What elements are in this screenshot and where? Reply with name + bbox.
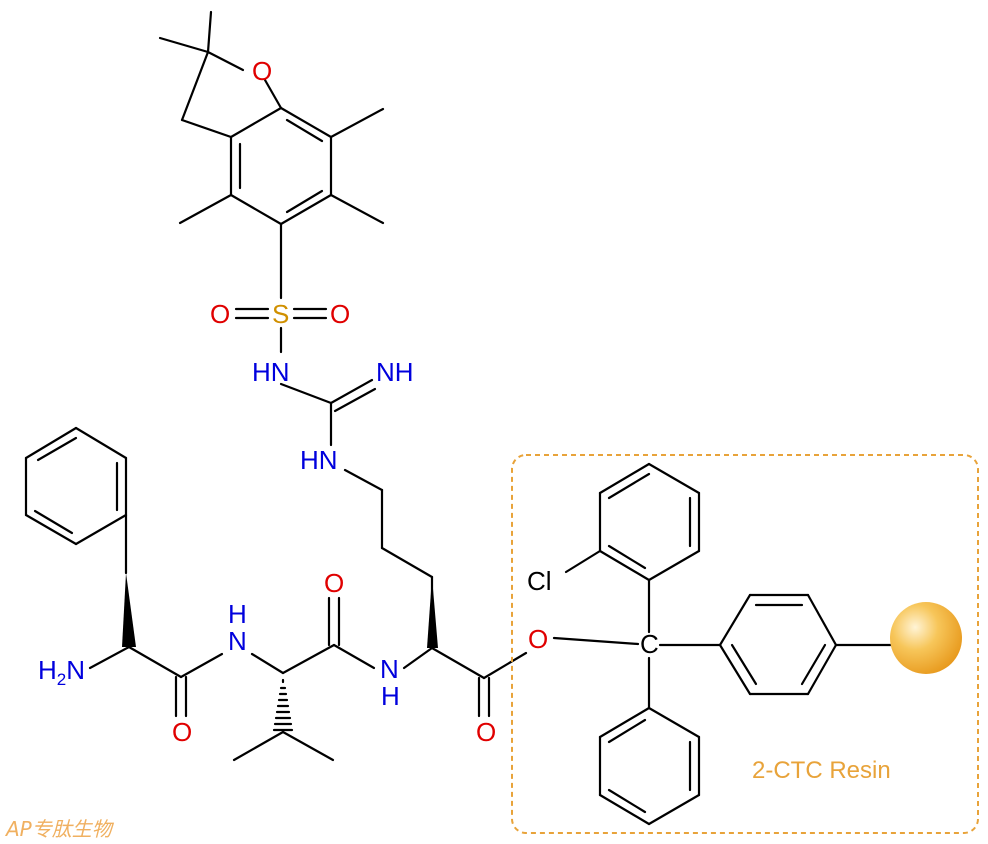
resin-bead [890,602,962,674]
atom-hn-sulfonamide: HN [252,357,290,387]
atom-labels: O S O O HN NH HN H2N N H O O N H O O Cl … [38,56,659,747]
atom-s: S [272,299,289,329]
atom-n-amide-1: N [228,626,247,656]
atom-o-ester-carbonyl: O [476,717,496,747]
resin-highlight-box [511,454,979,834]
atom-cl: Cl [527,566,552,596]
atom-h-amide-1: H [228,599,247,629]
trityl-resin-group: 2-CTC Resin [511,454,979,834]
atom-o-amide-2: O [324,568,344,598]
atom-o-amide-1: O [172,717,192,747]
hashed-wedge-val [272,678,294,732]
atom-o-sulfonyl-right: O [330,299,350,329]
atom-o-furan: O [252,56,272,86]
arginine-side-chain [279,378,434,642]
atom-n-amide-2: N [380,654,399,684]
pbf-group [158,10,385,354]
atom-hn-guanidine: HN [300,445,338,475]
atom-h2n: H2N [38,655,85,689]
atom-h-amide-2: H [381,681,400,711]
peptide-backbone [24,426,528,762]
atom-nh-imine: NH [376,357,414,387]
resin-label: 2-CTC Resin [752,757,891,784]
atom-o-ester: O [528,624,548,654]
watermark-logo: AP专肽生物 [4,817,115,841]
atom-o-sulfonyl-left: O [210,299,230,329]
atom-c-trityl: C [640,629,659,659]
